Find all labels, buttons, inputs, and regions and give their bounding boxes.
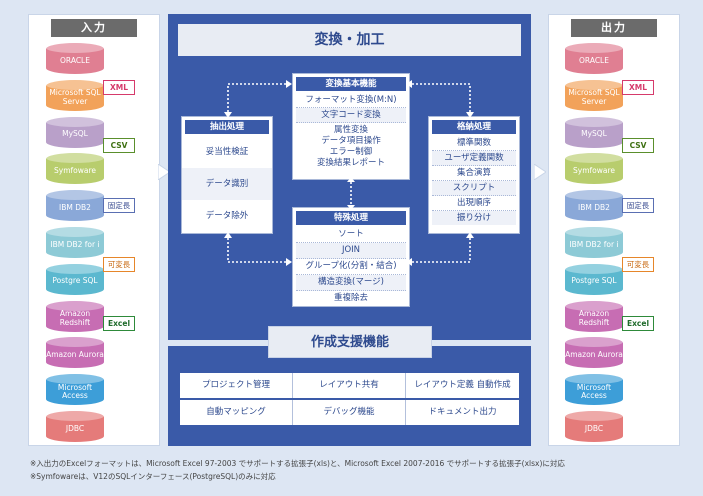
support-grid: プロジェクト管理 レイアウト共有 レイアウト定義 自動作成 自動マッピング デバ… (180, 373, 519, 425)
csv-tag: CSV (622, 138, 654, 153)
store-row: ユーザ定義関数 (432, 151, 516, 166)
database-label: Amazon Aurora (46, 350, 104, 360)
database-cylinder: Symfoware (565, 153, 623, 185)
special-row: JOIN (296, 243, 406, 259)
special-box: 特殊処理 ソート JOIN グループ化(分割・結合) 構造変換(マージ) 重複除… (292, 207, 410, 307)
database-label: MySQL (62, 129, 88, 139)
special-row: 構造変換(マージ) (296, 275, 406, 291)
database-cylinder: Amazon Redshift (46, 300, 104, 332)
database-cylinder: Microsoft SQL Server (565, 79, 623, 111)
database-label: IBM DB2 (578, 202, 610, 212)
excel-tag: Excel (103, 316, 135, 331)
support-item: デバッグ機能 (293, 400, 406, 425)
database-cylinder: ORACLE (565, 43, 623, 74)
xml-tag: XML (103, 80, 135, 95)
database-cylinder: MySQL (565, 116, 623, 148)
database-label: ORACLE (579, 55, 609, 65)
support-item: プロジェクト管理 (180, 373, 293, 398)
support-item: レイアウト共有 (293, 373, 406, 398)
flow-connectors (224, 80, 474, 266)
special-row: 重複除去 (333, 293, 368, 303)
store-head: 格納処理 (432, 120, 516, 134)
transform-title: 変換・加工 (178, 24, 521, 56)
output-flow-arrow (534, 164, 546, 180)
support-title: 作成支援機能 (268, 326, 432, 358)
database-label: Amazon Redshift (578, 308, 610, 327)
fixed-length-tag: 固定長 (103, 198, 135, 213)
database-cylinder: Amazon Aurora (46, 337, 104, 369)
extract-box: 抽出処理 妥当性検証 データ識別 データ除外 (181, 116, 273, 234)
database-label: Amazon Aurora (565, 350, 623, 360)
basic-row: 属性変換 (333, 125, 368, 135)
database-label: Microsoft Access (57, 382, 93, 401)
basic-head: 変換基本機能 (296, 77, 406, 91)
input-header: 入力 (51, 19, 137, 37)
database-cylinder: JDBC (46, 411, 104, 442)
database-label: IBM DB2 (59, 202, 91, 212)
basic-row: エラー制御 (329, 147, 373, 157)
basic-row: データ項目操作 (321, 136, 381, 146)
basic-row: 変換結果レポート (316, 158, 385, 168)
output-header: 出力 (571, 19, 657, 37)
database-cylinder: Amazon Redshift (565, 300, 623, 332)
xml-tag: XML (622, 80, 654, 95)
special-row: ソート (296, 227, 406, 243)
extract-row: 妥当性検証 (205, 147, 249, 157)
database-label: Microsoft Access (576, 382, 612, 401)
database-label: MySQL (581, 129, 607, 139)
extract-row: データ除外 (205, 211, 249, 221)
database-cylinder: JDBC (565, 411, 623, 442)
footnote: ※入出力のExcelフォーマットは、Microsoft Excel 97-200… (30, 459, 565, 468)
variable-length-tag: 可変長 (622, 257, 654, 272)
database-cylinder: Symfoware (46, 153, 104, 185)
database-cylinder: Postgre SQL (46, 263, 104, 295)
database-cylinder: Microsoft Access (565, 374, 623, 406)
footnote: ※Symfowareは、V12のSQLインターフェース(PostgreSQL)の… (30, 472, 276, 481)
special-head: 特殊処理 (296, 211, 406, 225)
excel-tag: Excel (622, 316, 654, 331)
database-cylinder: IBM DB2 (46, 190, 104, 222)
database-cylinder: MySQL (46, 116, 104, 148)
database-cylinder: Microsoft Access (46, 374, 104, 406)
database-label: Postgre SQL (571, 276, 617, 286)
support-item: レイアウト定義 自動作成 (406, 373, 519, 398)
database-label: ORACLE (60, 55, 90, 65)
database-label: Microsoft SQL Server (49, 88, 101, 106)
extract-row: データ識別 (182, 168, 272, 200)
basic-row: フォーマット変換(M:N) (296, 93, 406, 108)
store-row: 振り分け (432, 211, 516, 225)
store-row: 標準関数 (432, 136, 516, 151)
database-cylinder: ORACLE (46, 43, 104, 74)
database-label: IBM DB2 for i (569, 239, 619, 249)
variable-length-tag: 可変長 (103, 257, 135, 272)
database-label: JDBC (584, 423, 604, 433)
special-row: グループ化(分割・結合) (296, 259, 406, 275)
input-flow-arrow (158, 164, 170, 180)
database-label: Microsoft SQL Server (568, 88, 620, 106)
extract-head: 抽出処理 (185, 120, 269, 134)
basic-row: 文字コード変換 (296, 108, 406, 123)
database-cylinder: Postgre SQL (565, 263, 623, 295)
store-row: スクリプト (432, 181, 516, 196)
store-row: 出現順序 (432, 196, 516, 211)
basic-functions-box: 変換基本機能 フォーマット変換(M:N) 文字コード変換 属性変換 データ項目操… (292, 73, 410, 180)
database-cylinder: Amazon Aurora (565, 337, 623, 369)
database-cylinder: IBM DB2 for i (46, 227, 104, 258)
database-label: Postgre SQL (52, 276, 98, 286)
database-cylinder: IBM DB2 for i (565, 227, 623, 258)
database-cylinder: IBM DB2 (565, 190, 623, 222)
support-item: 自動マッピング (180, 400, 293, 425)
fixed-length-tag: 固定長 (622, 198, 654, 213)
database-label: Symfoware (573, 166, 615, 176)
database-cylinder: Microsoft SQL Server (46, 79, 104, 111)
csv-tag: CSV (103, 138, 135, 153)
database-label: Amazon Redshift (59, 308, 91, 327)
database-label: Symfoware (54, 166, 96, 176)
database-label: JDBC (65, 423, 85, 433)
database-label: IBM DB2 for i (50, 239, 100, 249)
store-box: 格納処理 標準関数 ユーザ定義関数 集合演算 スクリプト 出現順序 振り分け (428, 116, 520, 234)
support-item: ドキュメント出力 (406, 400, 519, 425)
store-row: 集合演算 (432, 166, 516, 181)
